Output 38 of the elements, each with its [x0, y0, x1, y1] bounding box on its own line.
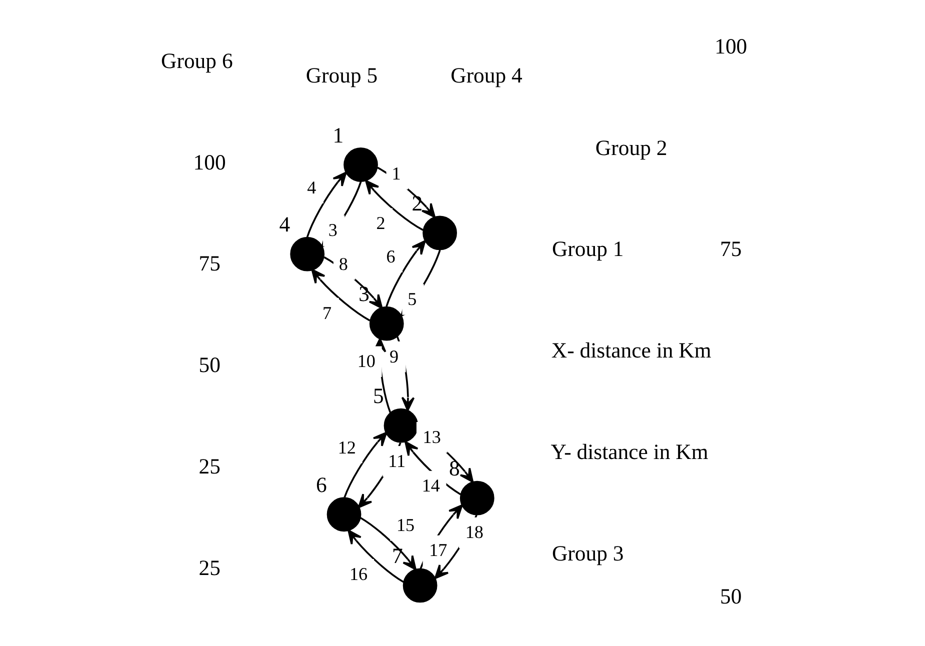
edge-label: 12: [337, 437, 356, 458]
node-label: 5: [372, 384, 384, 408]
edge-label: 7: [322, 302, 332, 323]
edge-label: 2: [376, 213, 385, 234]
label: 75: [720, 237, 742, 262]
edge-label: 15: [396, 514, 414, 535]
edge-label: 3: [328, 220, 337, 240]
node-label: 1: [332, 123, 344, 148]
label: 75: [198, 252, 220, 276]
edge-label: 18: [464, 522, 483, 542]
edge-label: 5: [407, 288, 416, 309]
edge-label: 10: [356, 351, 375, 372]
label: Group 2: [594, 136, 667, 160]
edge-label: 4: [306, 177, 316, 198]
edge-label: 13: [422, 426, 440, 447]
edge-label: 17: [428, 540, 447, 560]
edge-label: 8: [338, 254, 348, 274]
label: Group 3: [551, 541, 624, 566]
edge-label: 9: [389, 346, 398, 366]
label: 100: [192, 150, 226, 174]
label: Group 4: [450, 63, 522, 88]
label: X- distance in Km: [550, 338, 711, 363]
label: Group 5: [305, 63, 378, 88]
edge-label: 11: [388, 450, 406, 471]
label: 50: [720, 584, 742, 609]
label: Group 1: [551, 237, 624, 262]
edge-label: 6: [386, 246, 395, 266]
node-label: 4: [278, 212, 290, 237]
edge-label: 16: [348, 564, 368, 584]
label: Y- distance in Km: [550, 440, 708, 464]
label: 25: [198, 556, 220, 580]
label: 50: [198, 353, 220, 378]
label: 25: [198, 454, 220, 478]
edge-label: 14: [421, 476, 440, 496]
edge-label: 1: [391, 163, 400, 184]
node-label: 6: [315, 472, 326, 497]
label: Group 6: [160, 48, 232, 73]
label: 100: [714, 34, 747, 58]
